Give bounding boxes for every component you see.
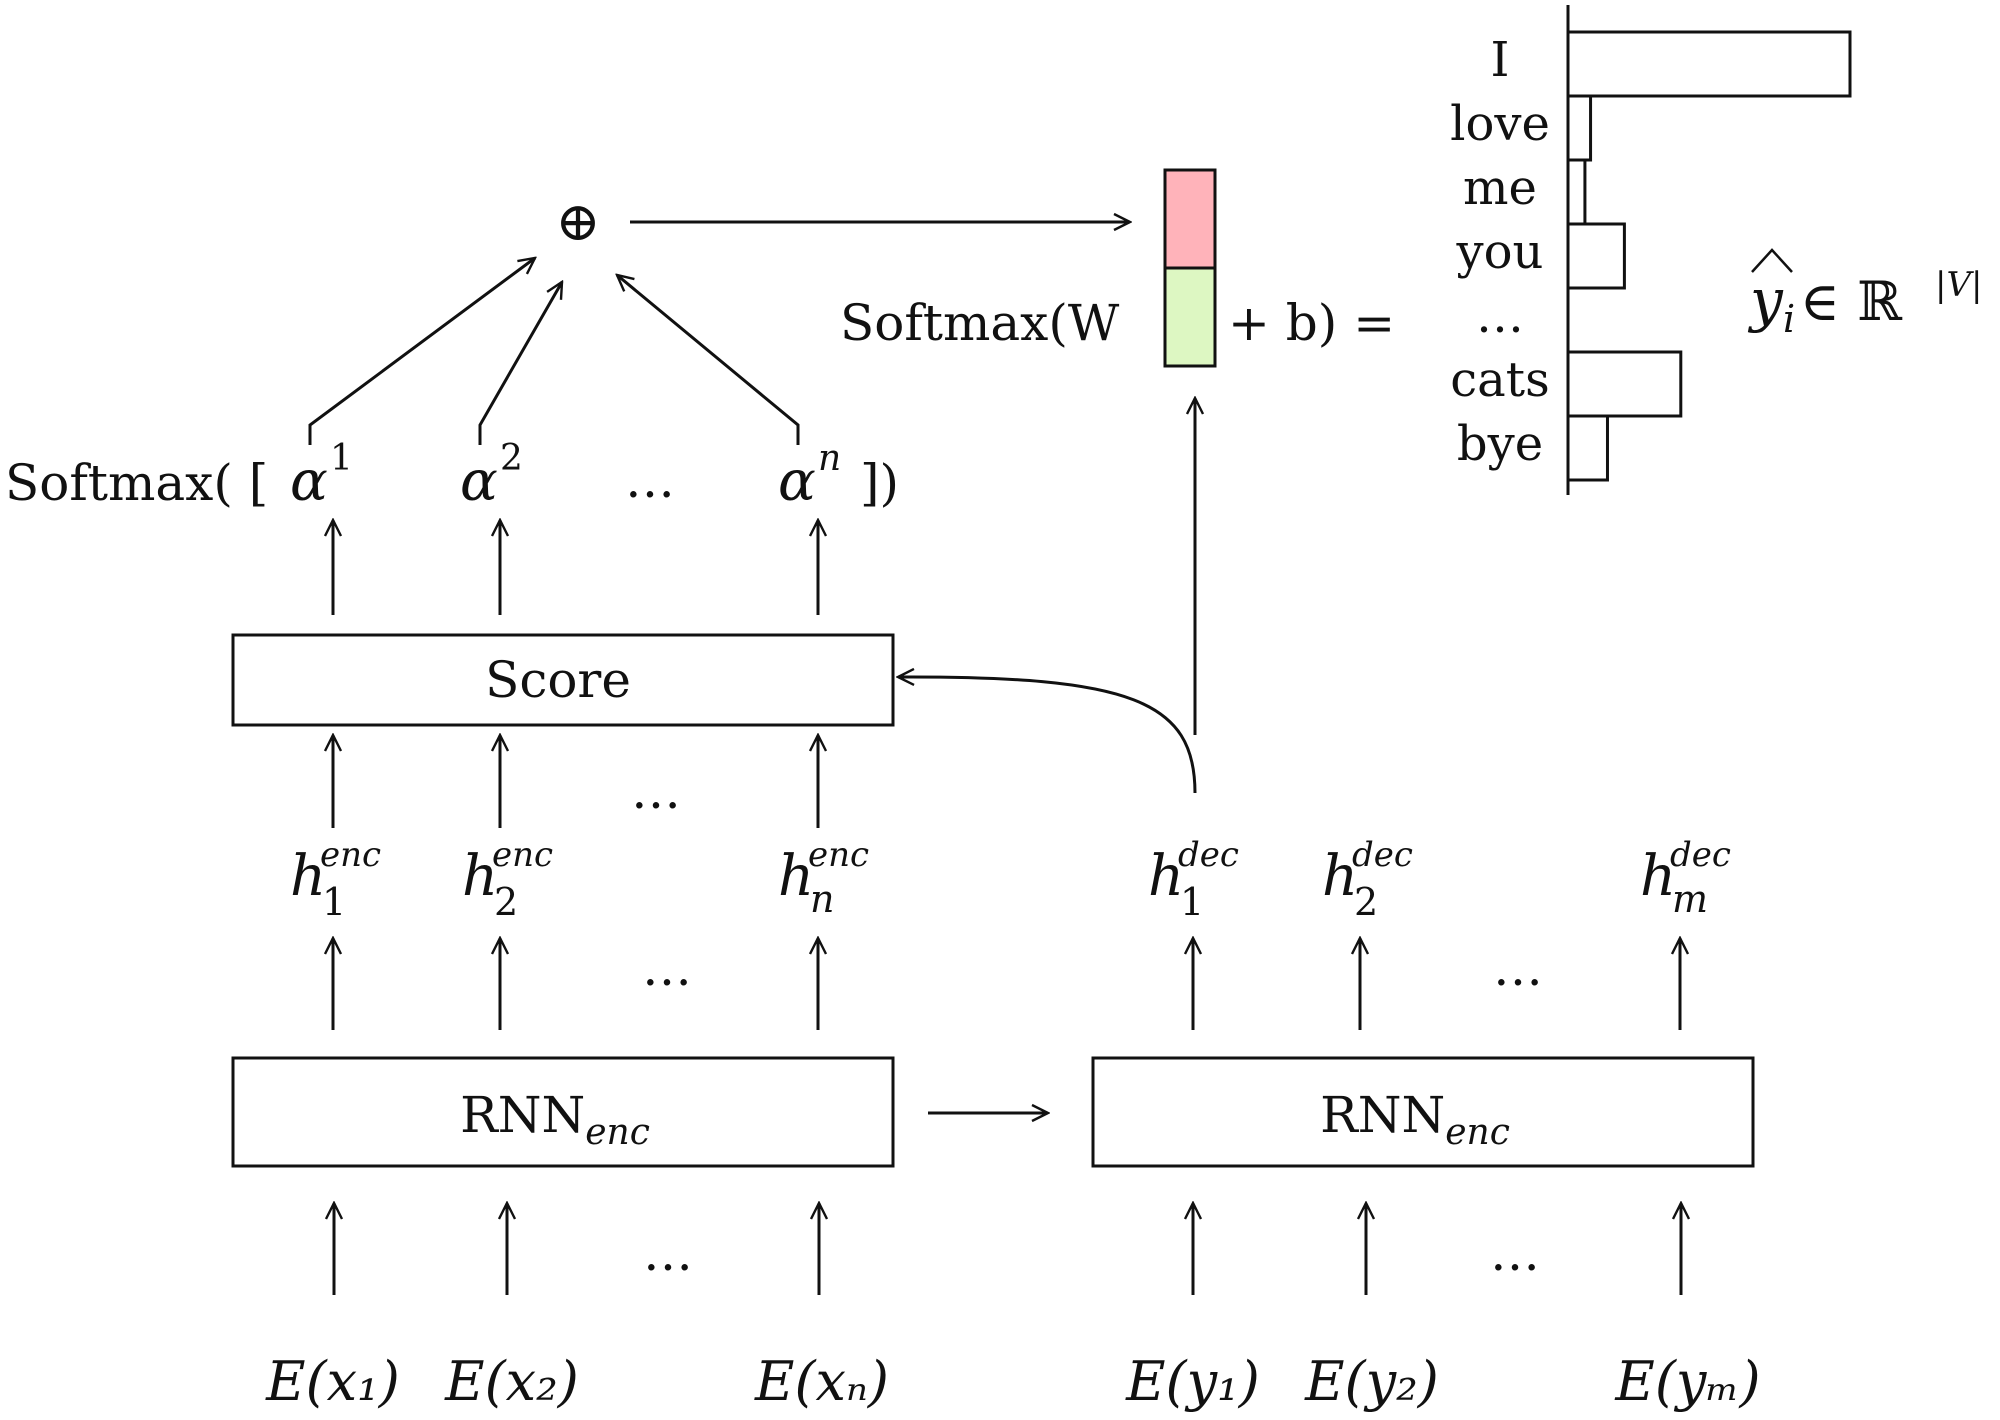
encoder-hidden-n: h n enc	[778, 835, 869, 921]
vocab-word-label: I	[1491, 32, 1510, 88]
encoder-input-2: E(x₂)	[444, 1350, 579, 1413]
svg-text:h: h	[778, 844, 814, 909]
hidden-vector-segment	[1163, 266, 1217, 368]
svg-text:2: 2	[1354, 880, 1378, 924]
decoder-input-arrows	[1193, 1203, 1681, 1295]
vocab-word-label: …	[1476, 288, 1524, 344]
score-box	[231, 633, 895, 727]
svg-text:α: α	[460, 449, 498, 514]
arrow-decoder-to-score	[898, 677, 1197, 794]
svg-text:m: m	[1672, 877, 1708, 921]
alpha-2: α 2	[460, 438, 523, 514]
encoder-input-1: E(x₁)	[265, 1350, 400, 1413]
svg-text:enc: enc	[492, 835, 553, 875]
score-label: Score	[485, 651, 631, 709]
vocab-bar	[1566, 94, 1593, 162]
svg-text:2: 2	[500, 438, 523, 479]
svg-text:n: n	[810, 877, 834, 921]
svg-text:dec: dec	[1670, 835, 1731, 875]
vocab-bar	[1566, 158, 1587, 226]
sum-symbol: ⊕	[555, 190, 600, 253]
output-prefix: Softmax(W	[840, 294, 1120, 352]
vocab-word-label: cats	[1450, 352, 1549, 408]
vocab-word-label: bye	[1457, 416, 1543, 472]
alpha-sum-arrows	[308, 258, 800, 445]
svg-text:y: y	[1747, 266, 1784, 334]
alpha-ellipsis: …	[625, 451, 675, 509]
encoder-rnn-label: RNNenc	[460, 1086, 650, 1153]
alpha-1: α 1	[290, 438, 353, 514]
decoder-input-m: E(yₘ)	[1614, 1350, 1760, 1413]
encoder-rnn-box	[231, 1056, 895, 1168]
svg-text:i: i	[1783, 297, 1795, 341]
yhat-label: y i ∈ ℝ |V|	[1747, 248, 1982, 341]
encoder-hidden-ellipsis: …	[642, 939, 692, 997]
svg-text:2: 2	[494, 880, 518, 924]
svg-text:1: 1	[322, 880, 346, 924]
svg-text:α: α	[778, 449, 816, 514]
svg-text:1: 1	[1180, 880, 1204, 924]
attention-softmax-suffix: ])	[860, 454, 899, 512]
encoder-hidden-1: h 1 enc	[290, 835, 381, 924]
svg-text:h: h	[1148, 844, 1184, 909]
vocab-word-label: love	[1450, 96, 1550, 152]
decoder-input-ellipsis: …	[1490, 1224, 1540, 1282]
score-alpha-arrows	[333, 520, 818, 615]
vocab-bar	[1566, 350, 1683, 418]
vocab-word-label: you	[1456, 224, 1544, 280]
encoder-input-arrows	[334, 1203, 819, 1295]
decoder-hidden-ellipsis: …	[1493, 939, 1543, 997]
vocab-bar	[1566, 30, 1852, 98]
vocab-bar	[1566, 222, 1626, 290]
encoder-input-n: E(xₙ)	[754, 1350, 889, 1413]
alpha-n: α n	[778, 438, 841, 514]
svg-text:enc: enc	[320, 835, 381, 875]
svg-text:h: h	[1640, 844, 1676, 909]
encoder-score-arrows	[333, 735, 818, 828]
vocab-bar	[1566, 414, 1609, 482]
encoder-hidden-arrows	[333, 938, 818, 1030]
svg-text:∈ ℝ: ∈ ℝ	[1800, 270, 1903, 333]
encoder-input-ellipsis: …	[643, 1224, 693, 1282]
decoder-hidden-1: h 1 dec	[1148, 835, 1239, 924]
context-vector-segment	[1163, 168, 1217, 270]
svg-text:enc: enc	[808, 835, 869, 875]
decoder-input-2: E(y₂)	[1304, 1350, 1439, 1413]
decoder-rnn-label: RNNenc	[1320, 1086, 1510, 1153]
svg-text:h: h	[462, 844, 498, 909]
decoder-rnn-box	[1091, 1056, 1755, 1168]
svg-text:1: 1	[330, 438, 353, 479]
svg-text:h: h	[290, 844, 326, 909]
svg-text:|V|: |V|	[1935, 265, 1982, 305]
hat-symbol	[1751, 248, 1793, 273]
decoder-hidden-m: h m dec	[1640, 835, 1731, 921]
svg-text:dec: dec	[1352, 835, 1413, 875]
svg-text:n: n	[818, 438, 841, 479]
svg-text:h: h	[1322, 844, 1358, 909]
vocab-word-label: me	[1463, 160, 1537, 216]
svg-text:α: α	[290, 449, 328, 514]
score-input-ellipsis: …	[631, 762, 681, 820]
decoder-hidden-2: h 2 dec	[1322, 835, 1413, 924]
attention-softmax-prefix: Softmax( [	[5, 454, 268, 512]
svg-text:dec: dec	[1178, 835, 1239, 875]
decoder-hidden-arrows	[1193, 938, 1680, 1030]
output-suffix: + b) =	[1228, 294, 1395, 352]
decoder-input-1: E(y₁)	[1125, 1350, 1260, 1413]
encoder-hidden-2: h 2 enc	[462, 835, 553, 924]
